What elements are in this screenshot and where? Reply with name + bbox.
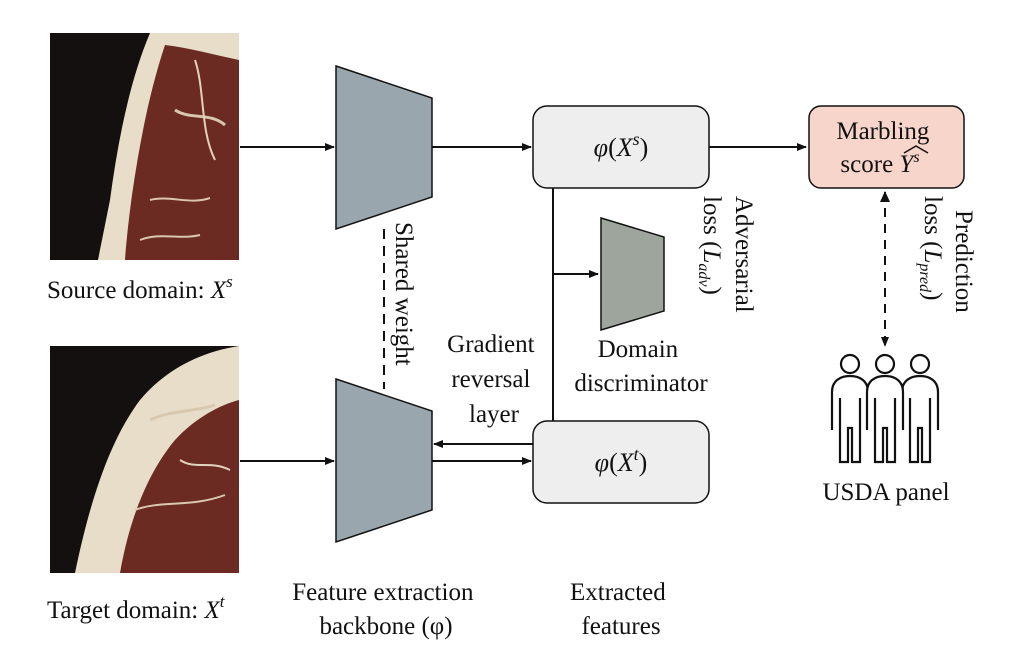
backbone-target-trapezoid (335, 377, 433, 544)
gradient-reversal-label: Gradient reversal layer (447, 331, 541, 428)
usda-panel-people-icon (830, 353, 940, 464)
target-domain-label: Target domain: Xt (47, 592, 226, 624)
discriminator-label: Domain discriminator (574, 336, 708, 397)
feature-target-label: φ(Xt) (595, 444, 648, 477)
adversarial-loss-line1: Adversarial (730, 196, 757, 313)
feature-source-label: φ(Xs) (594, 129, 649, 162)
y-hat-symbol (903, 145, 929, 154)
source-steak-image (50, 33, 239, 260)
person-icon-right (900, 353, 940, 464)
backbone-label: Feature extraction backbone (φ) (292, 579, 479, 640)
person-icon-center (865, 353, 905, 464)
source-domain-label: Source domain: Xs (47, 272, 233, 304)
usda-panel-label: USDA panel (822, 479, 949, 506)
marbling-score-label: Marbling score Ys (836, 118, 935, 178)
shared-weight-label: Shared weight (390, 222, 417, 366)
adversarial-loss-line2: loss (Ladv) (695, 196, 725, 295)
prediction-arrow-up-head (880, 191, 890, 202)
marbling-score-box (808, 105, 965, 189)
backbone-source-trapezoid (335, 64, 433, 231)
person-icon-left (830, 353, 870, 464)
discriminator-trapezoid (600, 216, 665, 332)
prediction-loss-line2: loss (Lpred) (916, 196, 946, 300)
prediction-loss-line1: Prediction (950, 210, 977, 313)
extracted-features-label: Extracted features (570, 579, 672, 640)
feature-target-box (532, 420, 710, 504)
target-steak-image (50, 346, 239, 573)
